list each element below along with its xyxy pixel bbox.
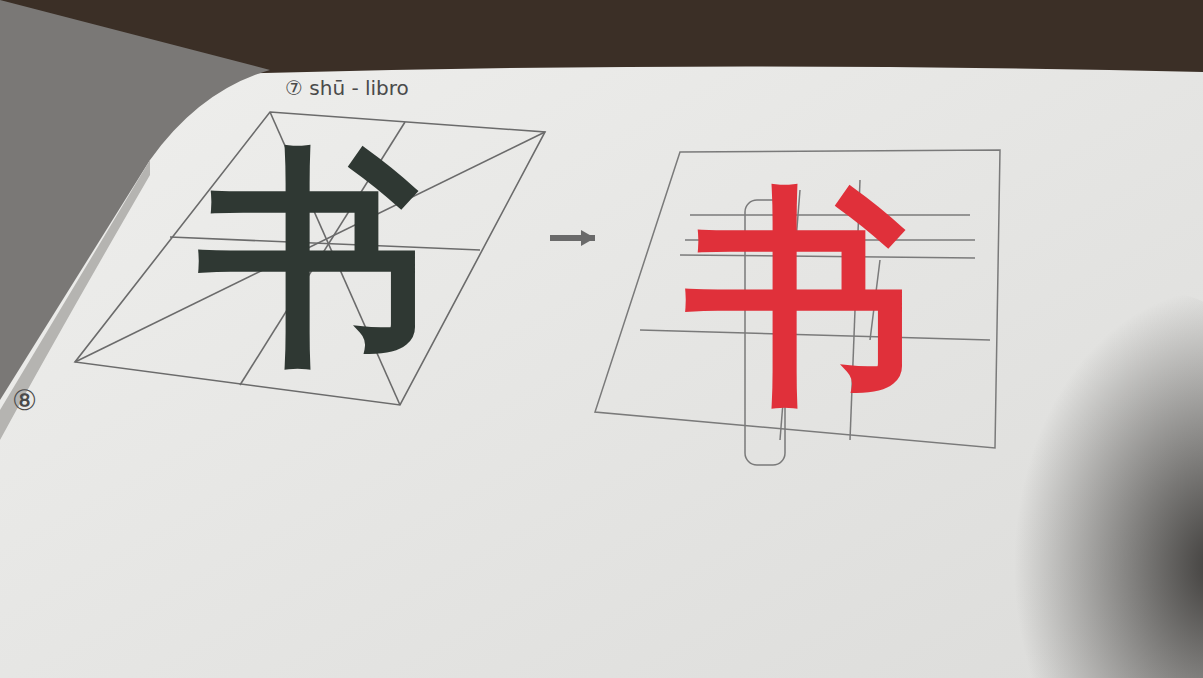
handwritten-note: ⑧ xyxy=(12,384,37,417)
handwritten-note: ⑦ shū - libro xyxy=(285,76,409,100)
hanzi-character: 书 xyxy=(685,183,915,413)
character-grid: 书 xyxy=(595,148,1005,448)
arrow-connector xyxy=(550,230,595,246)
hanzi-character: 书 xyxy=(198,144,428,374)
character-grid: 书 xyxy=(75,110,550,408)
